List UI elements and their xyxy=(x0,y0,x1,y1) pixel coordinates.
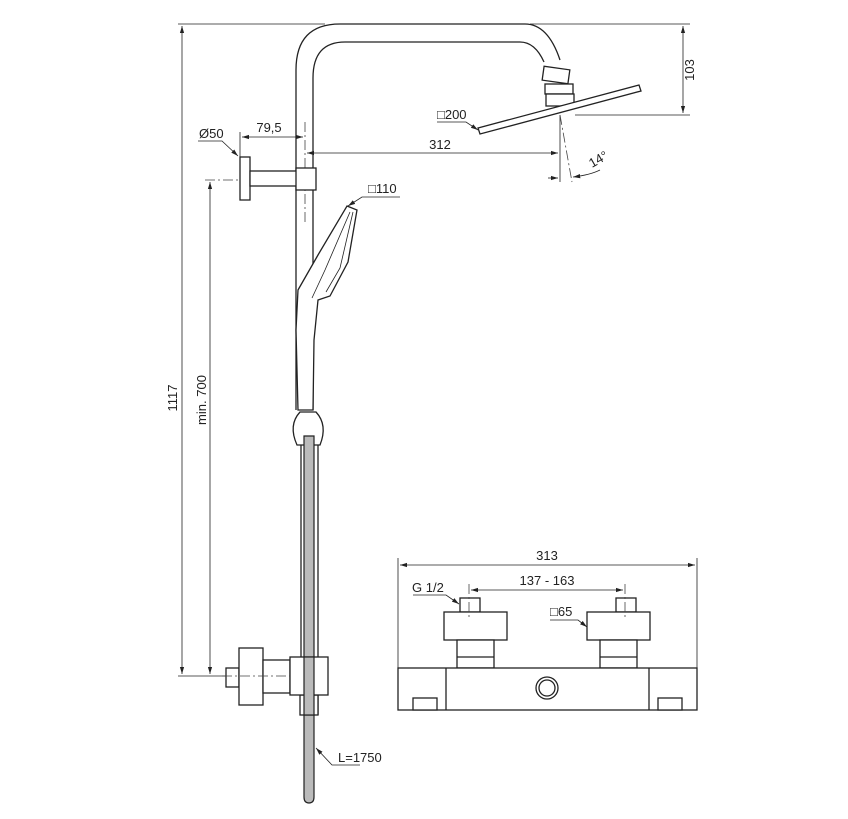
outlet-connector xyxy=(222,647,329,716)
dimension-inlet-spacing: 137 - 163 xyxy=(468,573,626,620)
dimension-thermostat-width: 313 xyxy=(397,548,698,668)
hand-shower xyxy=(295,205,358,411)
shower-hose xyxy=(300,435,319,804)
label-flange-diameter: Ø50 xyxy=(199,126,224,141)
callout-escutcheon: □65 xyxy=(550,604,588,628)
dimension-head-angle: 14° xyxy=(548,114,611,183)
callout-hand-shower-size: □110 xyxy=(347,181,400,207)
callout-flange-diameter: Ø50 xyxy=(198,126,239,157)
overhead-shower xyxy=(477,65,642,135)
label-hose-length: L=1750 xyxy=(338,750,382,765)
callout-head-size: □200 xyxy=(437,107,479,131)
label-thread: G 1/2 xyxy=(412,580,444,595)
riser-pipe xyxy=(295,23,561,410)
wall-bracket xyxy=(239,156,317,201)
label-inlet-spacing: 137 - 163 xyxy=(520,573,575,588)
dimension-wall-offset: 79,5 xyxy=(239,120,303,157)
label-thermostat-width: 313 xyxy=(536,548,558,563)
label-escutcheon: □65 xyxy=(550,604,572,619)
callout-thread: G 1/2 xyxy=(412,580,460,605)
thermostat-mixer xyxy=(397,597,698,711)
label-head-angle: 14° xyxy=(586,148,611,171)
dimension-overall-height: 1117 xyxy=(165,23,325,677)
label-head-size: □200 xyxy=(437,107,467,122)
label-wall-offset: 79,5 xyxy=(256,120,281,135)
dimension-arm-height: 103 xyxy=(530,23,697,116)
dimension-arm-projection: 312 xyxy=(307,115,561,182)
label-overall-height: 1117 xyxy=(165,385,180,412)
dimension-min-height: min. 700 xyxy=(194,179,258,674)
label-min-height: min. 700 xyxy=(194,375,209,425)
label-hand-shower-size: □110 xyxy=(368,181,397,196)
hand-shower-holder xyxy=(292,411,324,446)
label-arm-height: 103 xyxy=(682,59,697,81)
callout-hose-length: L=1750 xyxy=(315,747,382,766)
label-arm-projection: 312 xyxy=(429,137,451,152)
